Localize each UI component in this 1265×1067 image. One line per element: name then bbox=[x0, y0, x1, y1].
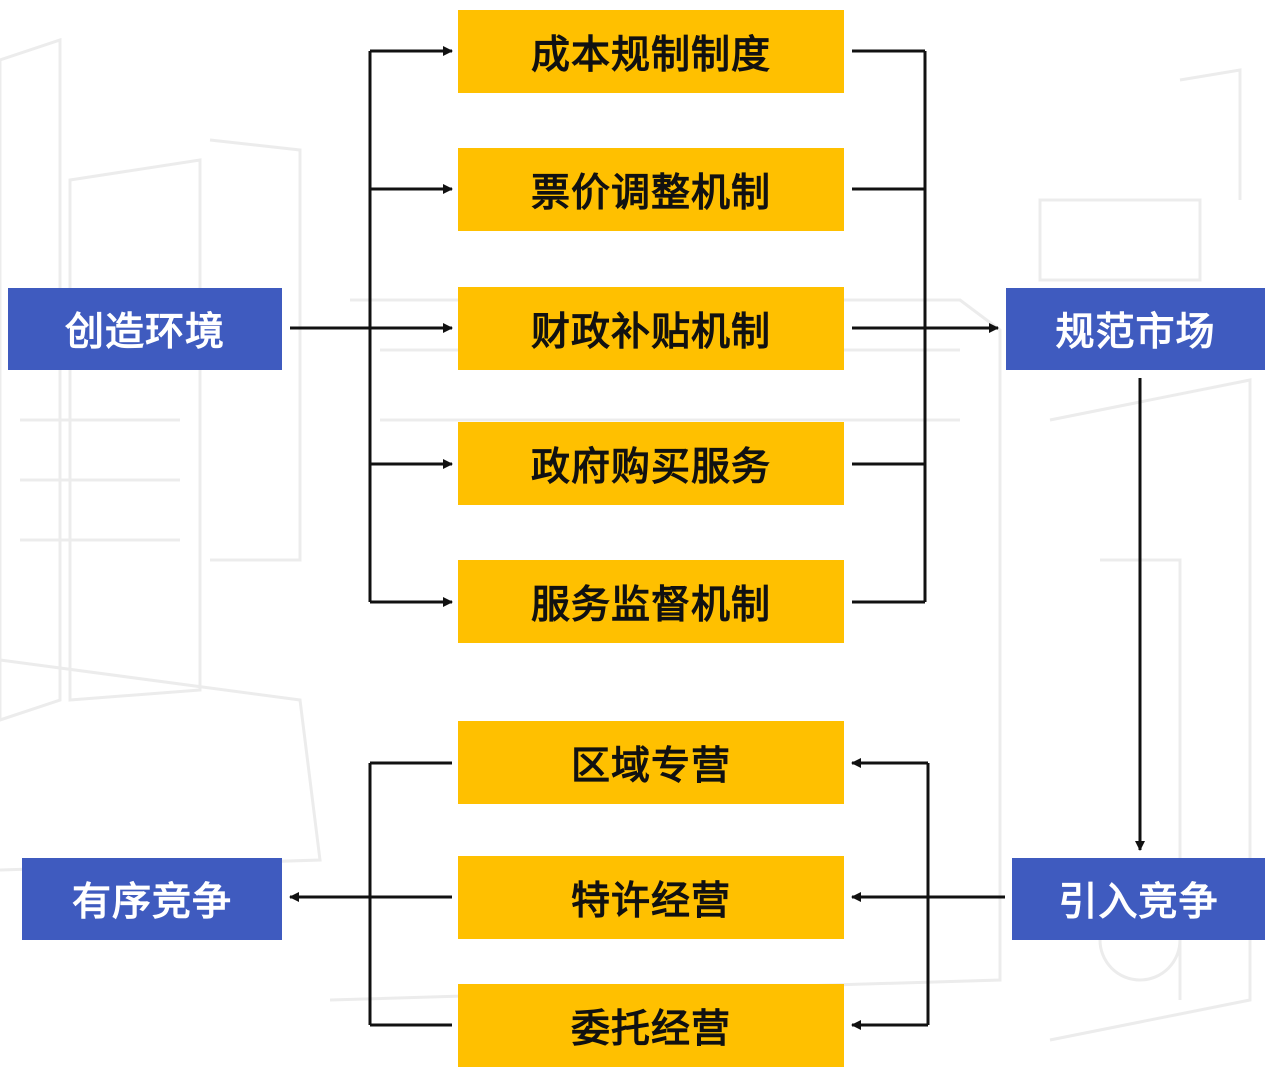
mechanism-box: 政府购买服务 bbox=[458, 422, 844, 505]
mechanism-label: 票价调整机制 bbox=[530, 170, 771, 216]
mechanism-label: 财政补贴机制 bbox=[530, 309, 771, 355]
operation-mode-box: 委托经营 bbox=[458, 984, 844, 1067]
node-orderly-competition: 有序竞争 bbox=[22, 858, 282, 940]
mechanism-label: 政府购买服务 bbox=[530, 444, 771, 490]
node-introduce-competition-label: 引入竞争 bbox=[1058, 880, 1219, 925]
node-orderly-competition-label: 有序竞争 bbox=[71, 880, 232, 925]
node-introduce-competition: 引入竞争 bbox=[1012, 858, 1265, 940]
node-create-environment: 创造环境 bbox=[8, 288, 282, 370]
mechanism-label: 服务监督机制 bbox=[530, 582, 771, 628]
node-create-environment-label: 创造环境 bbox=[64, 310, 225, 355]
mechanism-box: 成本规制制度 bbox=[458, 10, 844, 93]
mechanism-label: 成本规制制度 bbox=[530, 32, 771, 78]
operation-mode-label: 委托经营 bbox=[570, 1006, 731, 1052]
operation-mode-label: 特许经营 bbox=[570, 878, 731, 924]
operation-mode-label: 区域专营 bbox=[570, 743, 731, 789]
node-regulate-market: 规范市场 bbox=[1006, 288, 1265, 370]
operation-mode-box: 区域专营 bbox=[458, 721, 844, 804]
mechanism-box: 服务监督机制 bbox=[458, 560, 844, 643]
mechanism-box: 财政补贴机制 bbox=[458, 287, 844, 370]
node-regulate-market-label: 规范市场 bbox=[1055, 310, 1216, 355]
operation-mode-box: 特许经营 bbox=[458, 856, 844, 939]
mechanism-box: 票价调整机制 bbox=[458, 148, 844, 231]
